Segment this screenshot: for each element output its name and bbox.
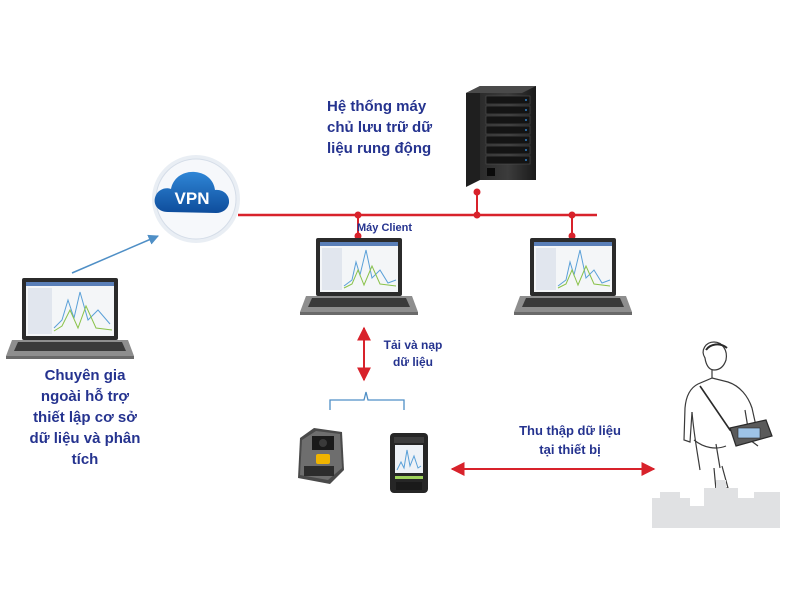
- vpn-text: VPN: [175, 189, 210, 208]
- node-dot: [354, 211, 362, 219]
- expert-label: Chuyên gia ngoài hỗ trợ thiết lập cơ sở …: [0, 365, 170, 470]
- expert-label-line: thiết lập cơ sở: [33, 409, 137, 426]
- server-tower-icon: [466, 86, 536, 187]
- server-label-line: chủ lưu trữ dữ: [327, 119, 433, 136]
- expert-label-line: ngoài hỗ trợ: [40, 388, 130, 405]
- server-label: Hệ thống máy chủ lưu trữ dữ liệu rung độ…: [327, 96, 477, 159]
- collection-label-line: Thu thập dữ liệu: [519, 423, 621, 438]
- expert-to-vpn-arrow: [71, 234, 159, 274]
- expert-label-line: dữ liệu và phân: [29, 430, 141, 447]
- expert-label-line: Chuyên gia: [44, 367, 126, 384]
- node-dot: [568, 211, 576, 219]
- handheld-device-icon: [390, 433, 428, 493]
- node-dot: [473, 211, 481, 219]
- collection-label: Thu thập dữ liệu tại thiết bị: [505, 421, 635, 459]
- node-dot: [568, 232, 576, 240]
- node-dot: [473, 188, 481, 196]
- transfer-label-line: dữ liệu: [392, 355, 434, 369]
- handheld-device-icon: [298, 428, 344, 484]
- vpn-cloud-icon: VPN: [152, 155, 240, 243]
- client-laptop-2: [514, 238, 632, 315]
- collection-label-line: tại thiết bị: [539, 442, 601, 457]
- server-label-line: liệu rung động: [327, 140, 432, 157]
- client-laptop-1: [300, 238, 418, 315]
- expert-label-line: tích: [71, 451, 99, 468]
- node-dot: [354, 232, 362, 240]
- client-label: Máy Client: [357, 222, 413, 234]
- server-label-line: Hệ thống máy: [327, 98, 427, 115]
- transfer-label: Tải và nạp dữ liệu: [368, 337, 458, 371]
- field-technician-figure: [683, 341, 773, 491]
- expert-laptop: [6, 278, 134, 359]
- transfer-label-line: Tải và nạp: [383, 338, 443, 352]
- device-group-bracket: [329, 391, 405, 410]
- machine-silhouette: [652, 480, 780, 528]
